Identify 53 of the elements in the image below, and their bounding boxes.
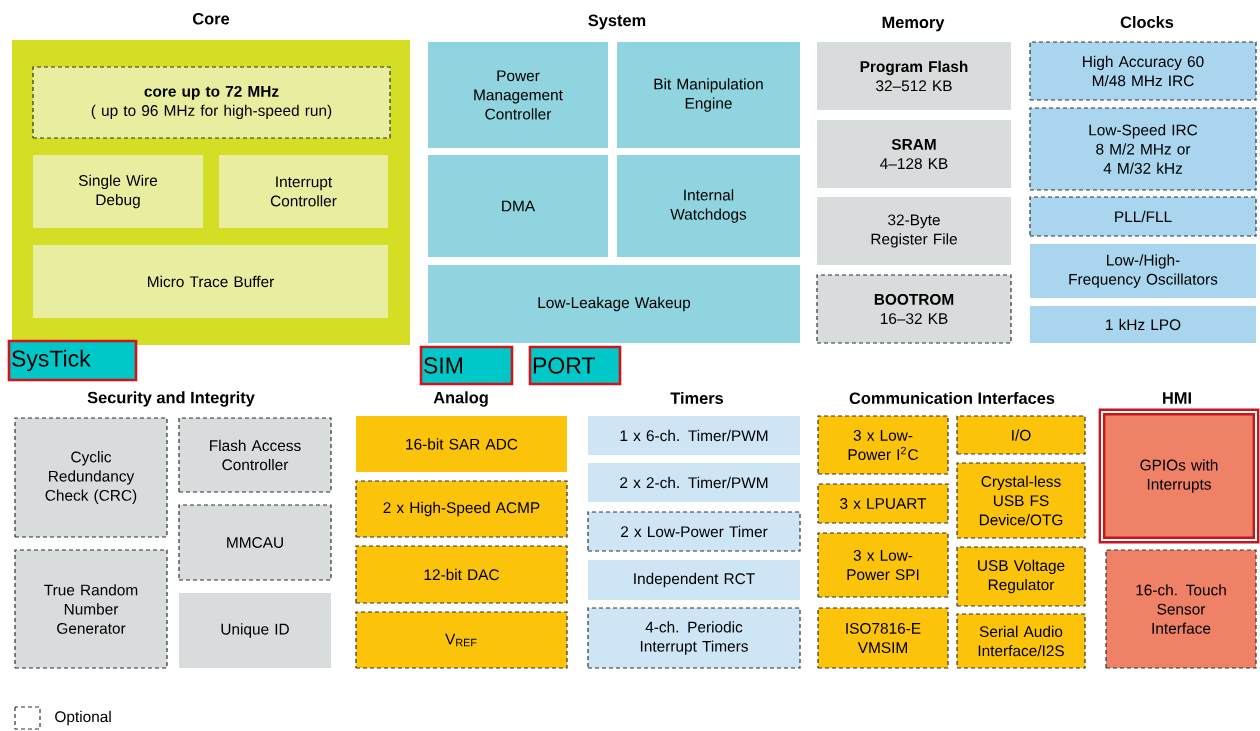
tag-box: PORT bbox=[528, 345, 622, 386]
module-block: MMCAU bbox=[178, 504, 332, 581]
legend-label: Optional bbox=[55, 710, 111, 726]
module-block: 12-bit DAC bbox=[355, 545, 568, 604]
module-block: 3 x Low-Power SPI bbox=[817, 532, 949, 598]
module-block: core up to 72 MHz ( up to 96 MHz for high-speed run) bbox=[32, 66, 391, 139]
tag-box: SysTick bbox=[7, 339, 138, 382]
tag-box: SIM bbox=[419, 345, 514, 386]
section-heading: Security and Integrity bbox=[87, 391, 255, 407]
module-block: Micro Trace Buffer bbox=[33, 245, 388, 318]
module-block: 4-ch. Periodic Interrupt Timers bbox=[587, 607, 801, 669]
module-block: Low-Leakage Wakeup bbox=[428, 265, 800, 343]
module-block: Cyclic Redundancy Check (CRC) bbox=[14, 417, 168, 538]
module-block: Interrupt Controller bbox=[219, 155, 388, 228]
module-block: 1 x 6-ch. Timer/PWM bbox=[588, 416, 800, 455]
module-block: Flash Access Controller bbox=[178, 417, 332, 493]
module-block: V$_{REF}$ bbox=[355, 611, 568, 669]
module-block: Low-Speed IRC 8 M/2 MHz or 4 M/32 kHz bbox=[1029, 107, 1257, 191]
module-block: Unique ID bbox=[179, 593, 331, 668]
module-block: Low-/High-Frequency Oscillators bbox=[1030, 244, 1256, 298]
module-block: Program Flash 32–512 KB bbox=[817, 42, 1011, 110]
module-block: Single Wire Debug bbox=[33, 155, 203, 228]
module-block: USB Voltage Regulator bbox=[956, 546, 1086, 607]
module-block: Crystal-less USB FS Device/OTG bbox=[956, 462, 1086, 539]
section-heading: Communication Interfaces bbox=[849, 391, 1055, 404]
module-block: 2 x Low-Power Timer bbox=[587, 511, 801, 552]
module-block: 2 x 2-ch. Timer/PWM bbox=[588, 463, 800, 502]
highlighted-block: GPIOs with Interrupts bbox=[1098, 408, 1260, 544]
module-block: PLL/FLL bbox=[1029, 196, 1257, 237]
module-block: 16-bit SAR ADC bbox=[356, 416, 567, 472]
module-block: Bit Manipulation Engine bbox=[617, 42, 800, 148]
module-block: Independent RCT bbox=[588, 560, 800, 600]
section-heading: System bbox=[588, 14, 646, 30]
module-block: Serial Audio Interface/I2S bbox=[956, 613, 1086, 669]
module-block: 2 x High-Speed ACMP bbox=[355, 480, 568, 538]
section-heading: Analog bbox=[433, 391, 488, 407]
module-block: True Random Number Generator bbox=[14, 549, 168, 669]
module-block: I/O bbox=[956, 415, 1086, 455]
module-block: DMA bbox=[428, 155, 608, 257]
module-block: 32-Byte Register File bbox=[817, 197, 1011, 265]
module-block: 3 x LPUART bbox=[817, 483, 949, 524]
module-block: High Accuracy 60 M/48 MHz IRC bbox=[1029, 41, 1257, 101]
module-block: 1 kHz LPO bbox=[1030, 306, 1256, 343]
module-block: SRAM 4–128 KB bbox=[817, 120, 1011, 188]
section-heading: Timers bbox=[670, 391, 724, 404]
section-heading: HMI bbox=[1163, 392, 1191, 404]
module-block: Power Management Controller bbox=[428, 42, 608, 148]
module-block: ISO7816-E VMSIM bbox=[817, 607, 949, 669]
module-block: 16-ch. Touch Sensor Interface bbox=[1105, 549, 1257, 669]
module-block: Internal Watchdogs bbox=[617, 155, 800, 257]
module-block: 3 x Low-Power I$^{2}$C bbox=[817, 415, 949, 475]
node-label: Core bbox=[192, 12, 230, 25]
module-block: BOOTROM 16–32 KB bbox=[816, 274, 1012, 344]
